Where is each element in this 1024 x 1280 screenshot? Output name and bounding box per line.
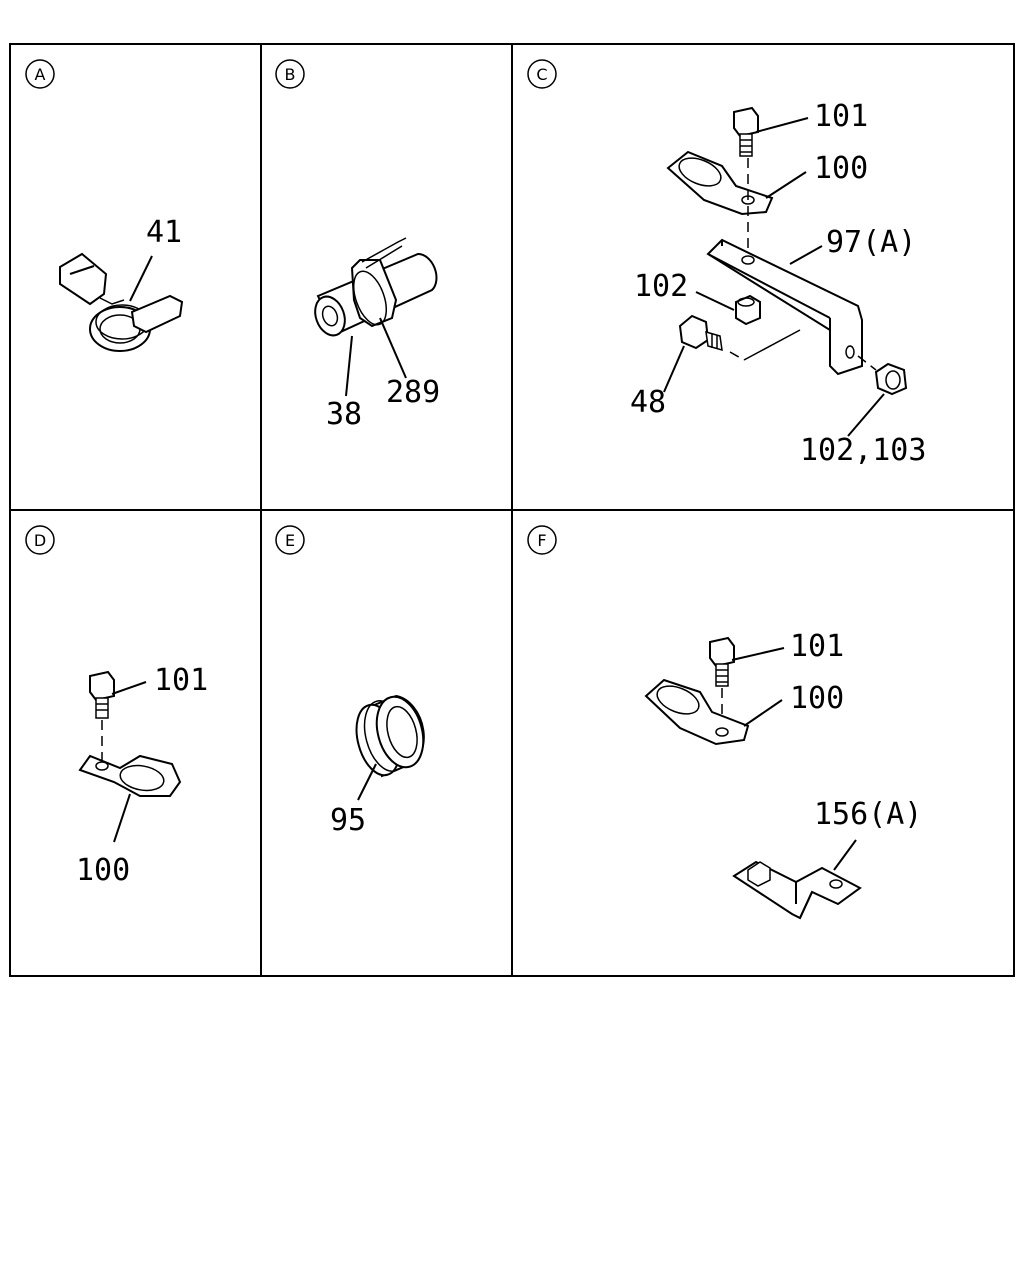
callout-41-leader <box>129 255 153 302</box>
bracket-156a-illustration <box>732 860 862 920</box>
panel-c-letter: C <box>536 65 547 84</box>
panel-a-letter: A <box>35 65 46 84</box>
panel-b-letter: B <box>285 65 296 84</box>
callout-d-101: 101 <box>154 663 208 698</box>
bracket-97a-illustration <box>706 238 863 376</box>
panel-b: B 38 289 <box>275 59 440 432</box>
callout-c-100-leader <box>765 171 807 199</box>
callout-c-102-leader <box>695 291 735 311</box>
callout-f-100: 100 <box>790 681 844 716</box>
panel-a: A 41 <box>25 59 184 352</box>
panel-d-marker <box>25 525 55 555</box>
callout-156a: 156(A) <box>814 797 922 832</box>
pipe-clip-100-illustration <box>666 150 774 216</box>
panel-e: E 95 <box>275 525 425 838</box>
callout-289: 289 <box>386 375 440 410</box>
callout-95-leader <box>357 763 377 801</box>
callout-97a-leader <box>789 245 823 265</box>
panel-f-marker <box>527 525 557 555</box>
bolt-101-illustration <box>733 106 759 157</box>
panel-c-marker <box>527 59 557 89</box>
panel-e-letter: E <box>285 531 295 550</box>
callout-38-leader <box>345 335 353 397</box>
bolt-f-101-illustration <box>709 636 735 687</box>
grommet-95-illustration <box>355 694 425 778</box>
callout-d-100: 100 <box>76 853 130 888</box>
callout-38: 38 <box>326 397 362 432</box>
panel-a-marker <box>25 59 55 89</box>
callout-c-101-leader <box>755 117 809 133</box>
callout-48-leader <box>663 345 685 393</box>
bolt-d-101-illustration <box>89 670 115 719</box>
bolt-48-illustration <box>678 314 723 352</box>
panel-d: D 101 100 <box>25 525 208 888</box>
hose-clamp-illustration <box>59 252 184 352</box>
panel-b-marker <box>275 59 305 89</box>
diagram-grid <box>9 43 1015 977</box>
callout-48: 48 <box>630 385 666 420</box>
callout-95: 95 <box>330 803 366 838</box>
callout-f-101-leader <box>731 647 785 661</box>
nut-102-illustration <box>735 294 761 326</box>
callout-c-100: 100 <box>814 151 868 186</box>
callout-c-102: 102 <box>634 269 688 304</box>
callout-102-103-leader <box>847 393 885 437</box>
panel-d-letter: D <box>34 531 46 550</box>
callout-289-leader <box>379 317 407 379</box>
callout-d-101-leader <box>111 681 147 695</box>
pipe-clip-d-100-illustration <box>78 754 182 797</box>
panel-f-letter: F <box>537 531 546 550</box>
callout-41: 41 <box>146 215 182 250</box>
nut-102-103-illustration <box>874 362 908 396</box>
callout-f-101: 101 <box>790 629 844 664</box>
callout-156a-leader <box>833 839 857 871</box>
callout-97a: 97(A) <box>826 225 916 260</box>
panel-f: F 101 100 156(A) <box>527 525 922 920</box>
panel-c: C 101 100 97(A) <box>527 59 926 468</box>
callout-102-103: 102,103 <box>800 433 926 468</box>
pipe-clip-f-100-illustration <box>644 678 750 746</box>
panel-e-marker <box>275 525 305 555</box>
callout-f-100-leader <box>743 699 783 727</box>
callout-c-101: 101 <box>814 99 868 134</box>
hose-and-clip-illustration <box>314 237 438 337</box>
callout-d-100-leader <box>113 793 131 843</box>
